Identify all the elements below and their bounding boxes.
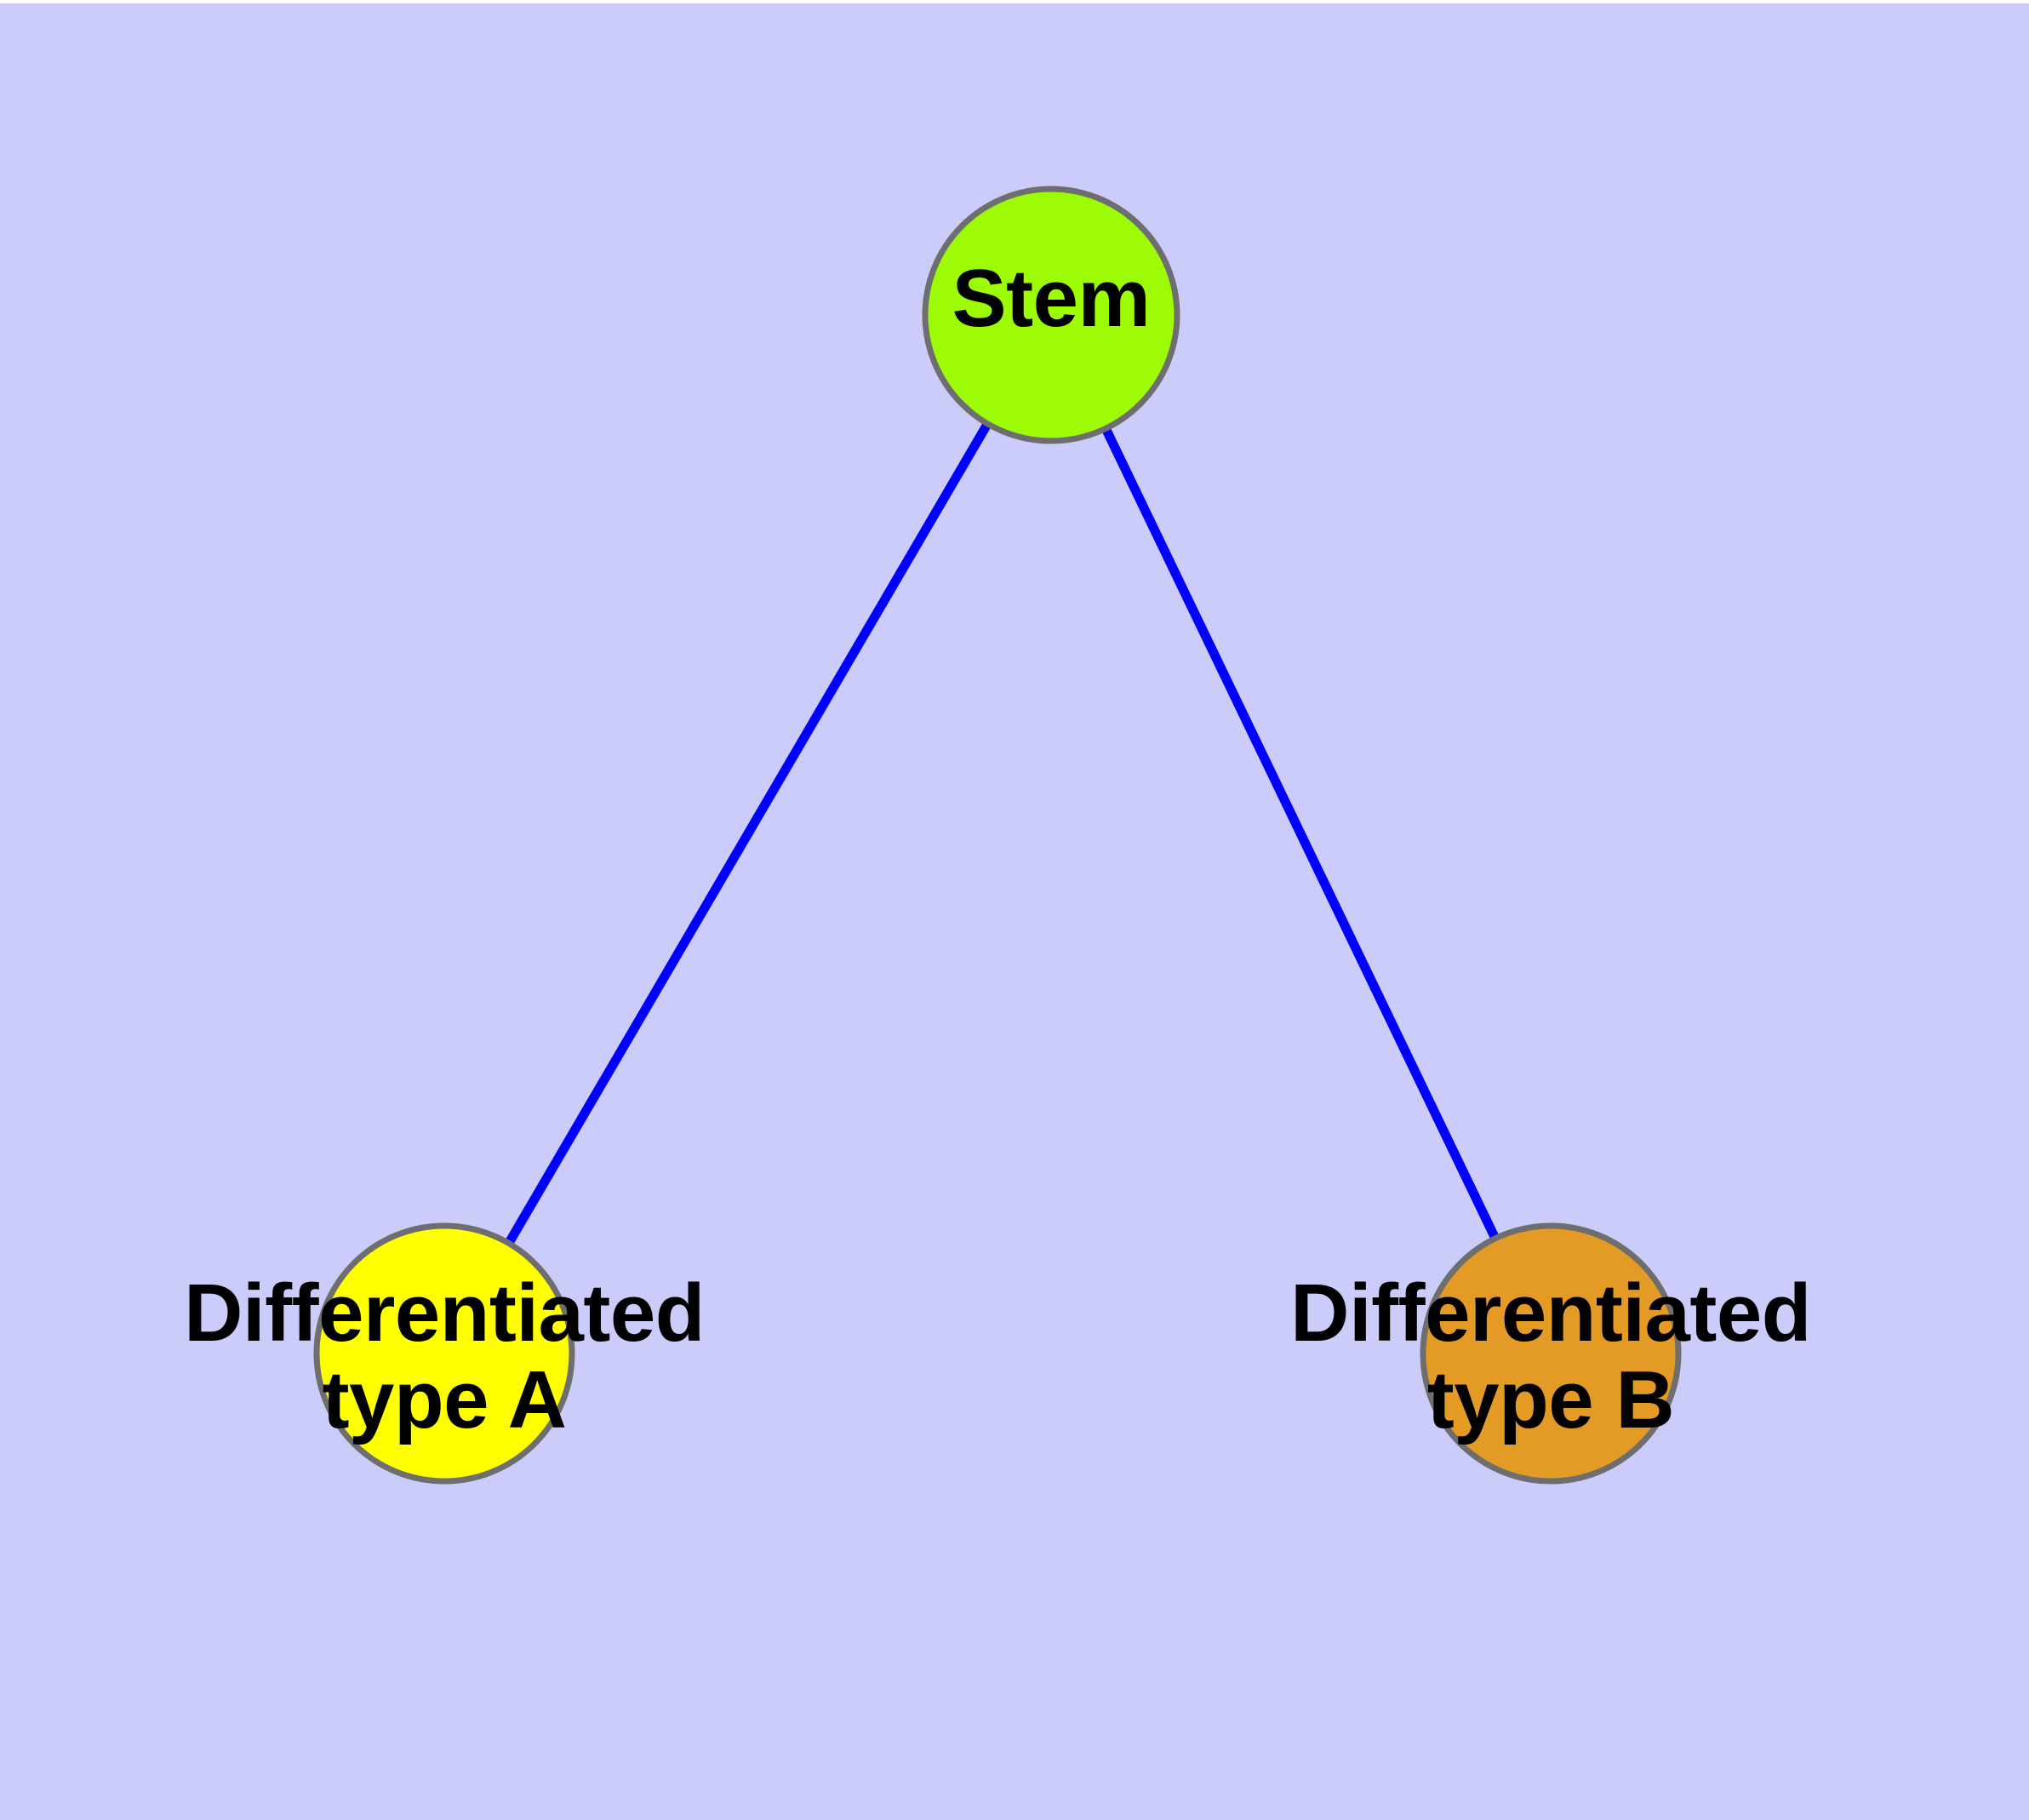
node-differentiated-type-b[interactable]	[1420, 1222, 1682, 1485]
edge-stem-to-diffB[interactable]	[1047, 312, 1555, 1356]
node-stem[interactable]	[922, 186, 1180, 444]
edge-stem-to-diffA[interactable]	[440, 312, 1055, 1356]
edge-layer	[440, 312, 1555, 1356]
node-layer	[313, 186, 1682, 1485]
node-differentiated-type-a[interactable]	[313, 1222, 575, 1485]
